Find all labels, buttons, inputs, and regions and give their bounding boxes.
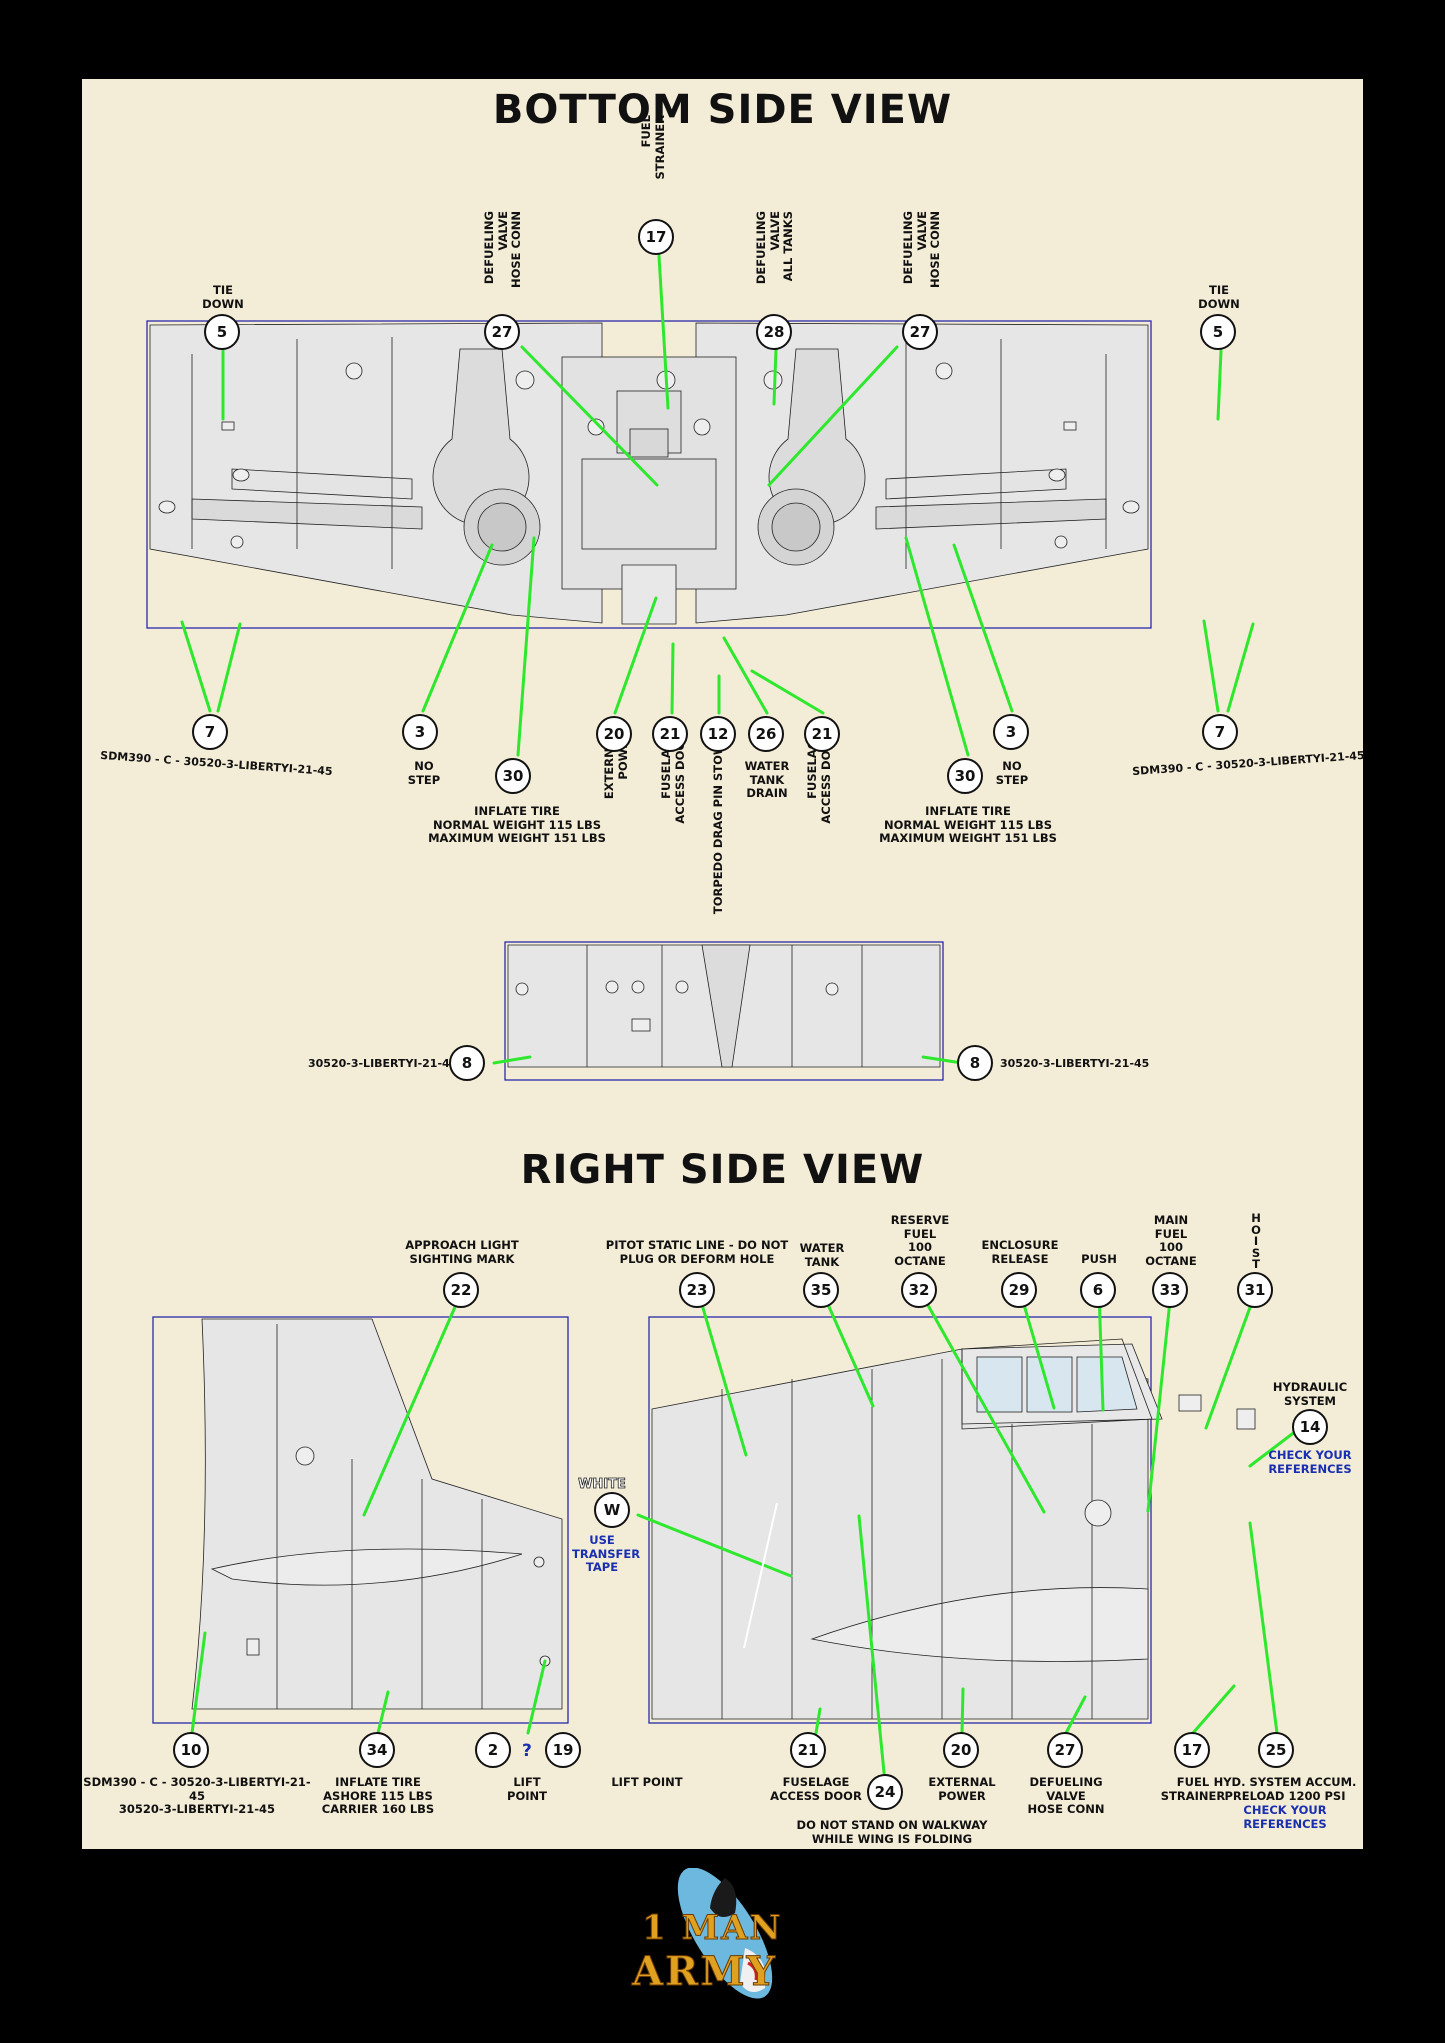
label-external-power-20: EXTERNAL POWER bbox=[928, 1775, 996, 1803]
label-defuel-hose-left: DEFUELING VALVE HOSE CONN bbox=[482, 211, 523, 289]
callout-24: 24 bbox=[867, 1774, 903, 1810]
callout-23: 23 bbox=[679, 1272, 715, 1308]
callout-21-bottom-left: 21 bbox=[652, 716, 688, 752]
callout-8-right: 8 bbox=[957, 1045, 993, 1081]
label-lift-point-19: LIFT POINT bbox=[611, 1775, 683, 1789]
label-enclosure-release: ENCLOSURE RELEASE bbox=[981, 1238, 1059, 1266]
label-pitot-static: PITOT STATIC LINE - DO NOT PLUG OR DEFOR… bbox=[605, 1238, 789, 1266]
callout-25: 25 bbox=[1258, 1732, 1294, 1768]
callout-33: 33 bbox=[1152, 1272, 1188, 1308]
tail-side-drawing bbox=[152, 1316, 569, 1724]
question-mark: ? bbox=[522, 1741, 532, 1761]
label-fuel-strainer-top: FUEL STRAINER bbox=[639, 115, 667, 180]
callout-14: 14 bbox=[1292, 1409, 1328, 1445]
logo-line-2: ARMY bbox=[631, 1948, 778, 1996]
label-check-references-14: CHECK YOUR REFERENCES bbox=[1268, 1448, 1352, 1476]
leader-lines bbox=[180, 254, 1298, 1795]
label-torpedo-drag-pin: TORPEDO DRAG PIN STOWED bbox=[711, 725, 725, 915]
callout-27-left: 27 bbox=[484, 314, 520, 350]
label-check-references-25: CHECK YOUR REFERENCES bbox=[1243, 1803, 1327, 1831]
fuselage-side-drawing bbox=[648, 1316, 1256, 1724]
callout-6: 6 bbox=[1080, 1272, 1116, 1308]
label-water-tank-drain: WATER TANK DRAIN bbox=[744, 759, 790, 800]
callout-3-left: 3 bbox=[402, 714, 438, 750]
label-code-8-right: 30520-3-LIBERTYI-21-45 bbox=[1000, 1057, 1150, 1070]
label-no-step-right: NO STEP bbox=[995, 759, 1029, 787]
callout-8-left: 8 bbox=[449, 1045, 485, 1081]
callout-20-bottom: 20 bbox=[596, 716, 632, 752]
callout-30-right: 30 bbox=[947, 758, 983, 794]
callout-26: 26 bbox=[748, 716, 784, 752]
callout-3-right: 3 bbox=[993, 714, 1029, 750]
callout-27-side: 27 bbox=[1047, 1732, 1083, 1768]
callout-20-right: 20 bbox=[943, 1732, 979, 1768]
label-inflate-tire-left: INFLATE TIRE NORMAL WEIGHT 115 LBS MAXIM… bbox=[428, 804, 606, 845]
label-fuselage-access-21: FUSELAGE ACCESS DOOR bbox=[770, 1775, 862, 1803]
callout-21-bottom-right: 21 bbox=[804, 716, 840, 752]
brand-logo: 1 MAN ARMY bbox=[630, 1867, 820, 2018]
callout-7-left: 7 bbox=[192, 714, 228, 750]
label-tie-down-right: TIE DOWN bbox=[1198, 283, 1240, 311]
callout-30-left: 30 bbox=[495, 758, 531, 794]
title-bottom-view: BOTTOM SIDE VIEW bbox=[492, 87, 953, 133]
label-use-transfer-tape: USE TRANSFER TAPE bbox=[572, 1533, 641, 1574]
label-defuel-hose-right: DEFUELING VALVE HOSE CONN bbox=[901, 211, 942, 289]
label-hoist: H O I S T bbox=[1251, 1211, 1261, 1271]
callout-29: 29 bbox=[1001, 1272, 1037, 1308]
label-defuel-all-tanks: DEFUELING VALVE ALL TANKS bbox=[754, 211, 795, 285]
white-stripe-guide bbox=[743, 1502, 778, 1649]
logo-line-1: 1 MAN bbox=[642, 1908, 783, 1949]
label-inflate-tire-right: INFLATE TIRE NORMAL WEIGHT 115 LBS MAXIM… bbox=[879, 804, 1057, 845]
callout-5-left: 5 bbox=[204, 314, 240, 350]
callout-7-right: 7 bbox=[1202, 714, 1238, 750]
callout-17-side: 17 bbox=[1174, 1732, 1210, 1768]
callout-19: 19 bbox=[545, 1732, 581, 1768]
callout-32: 32 bbox=[901, 1272, 937, 1308]
label-code-10: SDM390 - C - 30520-3-LIBERTYI-21-45 3052… bbox=[83, 1775, 311, 1816]
callout-2: 2 bbox=[475, 1732, 511, 1768]
label-defuel-hose-27: DEFUELING VALVE HOSE CONN bbox=[1027, 1775, 1105, 1816]
label-water-tank: WATER TANK bbox=[799, 1241, 845, 1269]
label-approach-light: APPROACH LIGHT SIGHTING MARK bbox=[405, 1238, 519, 1266]
label-main-fuel: MAIN FUEL 100 OCTANE bbox=[1145, 1213, 1197, 1268]
diagram-sheet: BOTTOM SIDE VIEW RIGHT SIDE VIEW TIE DOW… bbox=[82, 79, 1365, 1849]
label-lift-point-2: LIFT POINT bbox=[507, 1775, 547, 1803]
label-hydraulic-system: HYDRAULIC SYSTEM bbox=[1272, 1380, 1348, 1408]
callout-12: 12 bbox=[700, 716, 736, 752]
label-tie-down-left: TIE DOWN bbox=[202, 283, 244, 311]
callout-35: 35 bbox=[803, 1272, 839, 1308]
label-code-8-left: 30520-3-LIBERTYI-21-45 bbox=[308, 1057, 458, 1070]
tail-section-drawing bbox=[504, 941, 944, 1081]
label-reserve-fuel: RESERVE FUEL 100 OCTANE bbox=[890, 1213, 950, 1268]
logo-icon bbox=[677, 1867, 773, 1999]
label-no-step-left: NO STEP bbox=[407, 759, 441, 787]
callout-28: 28 bbox=[756, 314, 792, 350]
aircraft-drawing bbox=[146, 254, 1298, 1795]
callout-17-top: 17 bbox=[638, 219, 674, 255]
bottom-view-drawing bbox=[146, 320, 1152, 629]
label-push: PUSH bbox=[1081, 1252, 1117, 1266]
label-fuel-strainer-17: FUEL STRAINER bbox=[1160, 1775, 1226, 1803]
callout-31: 31 bbox=[1237, 1272, 1273, 1308]
callout-22: 22 bbox=[443, 1272, 479, 1308]
callout-27-right: 27 bbox=[902, 314, 938, 350]
callout-10: 10 bbox=[173, 1732, 209, 1768]
callout-5-right: 5 bbox=[1200, 314, 1236, 350]
label-walkway: DO NOT STAND ON WALKWAY WHILE WING IS FO… bbox=[796, 1818, 988, 1846]
label-inflate-tire-34: INFLATE TIRE ASHORE 115 LBS CARRIER 160 … bbox=[321, 1775, 435, 1816]
callout-W: W bbox=[594, 1492, 630, 1528]
label-hyd-accum: HYD. SYSTEM ACCUM. PRELOAD 1200 PSI bbox=[1213, 1775, 1357, 1803]
title-right-view: RIGHT SIDE VIEW bbox=[520, 1147, 925, 1193]
callout-34: 34 bbox=[359, 1732, 395, 1768]
label-white: WHITE bbox=[578, 1477, 627, 1492]
callout-21-right: 21 bbox=[790, 1732, 826, 1768]
